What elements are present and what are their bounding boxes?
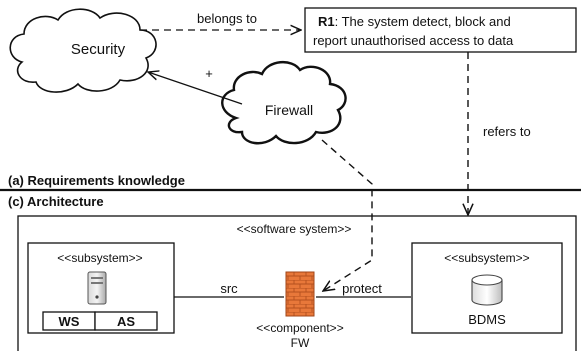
subsystem-right-stereotype: <<subsystem>> [444, 251, 529, 265]
security-cloud: Security [9, 8, 157, 93]
database-icon [471, 274, 503, 306]
firewall-label: Firewall [265, 102, 313, 118]
belongs-to-label: belongs to [197, 11, 257, 26]
architecture-section-label: (c) Architecture [8, 194, 104, 209]
bdms-label: BDMS [468, 312, 506, 327]
as-cell [94, 311, 158, 331]
subsystem-right: <<subsystem>> BDMS [411, 242, 563, 334]
firewall-brick-icon [285, 271, 315, 317]
refers-to-label: refers to [483, 124, 531, 139]
requirements-section-label: (a) Requirements knowledge [8, 173, 185, 188]
server-icon [87, 271, 107, 305]
requirement-id: R1 [318, 14, 335, 29]
requirement-box: R1: The system detect, block and report … [304, 7, 577, 53]
subsystem-left-stereotype: <<subsystem>> [57, 251, 142, 265]
firewall-cloud: Firewall [221, 61, 347, 145]
component-stereotype: <<component>> [256, 321, 343, 335]
protect-label: protect [342, 281, 382, 296]
requirement-line-2: report unauthorised access to data [313, 33, 514, 48]
plus-label: + [205, 66, 213, 81]
src-label: src [220, 281, 238, 296]
software-system-stereotype: <<software system>> [237, 222, 352, 236]
firewall-to-fw-link [322, 139, 373, 291]
requirement-text-1: : The system detect, block and [335, 14, 511, 29]
firewall-to-security-arrow [148, 72, 243, 105]
as-label: AS [117, 314, 135, 329]
ws-label: WS [59, 314, 80, 329]
software-system-box [17, 215, 577, 351]
requirement-line-1: R1: The system detect, block and [318, 14, 511, 29]
security-label: Security [71, 41, 126, 58]
subsystem-left: <<subsystem>> WS AS [27, 242, 175, 334]
component-name: FW [291, 336, 310, 350]
